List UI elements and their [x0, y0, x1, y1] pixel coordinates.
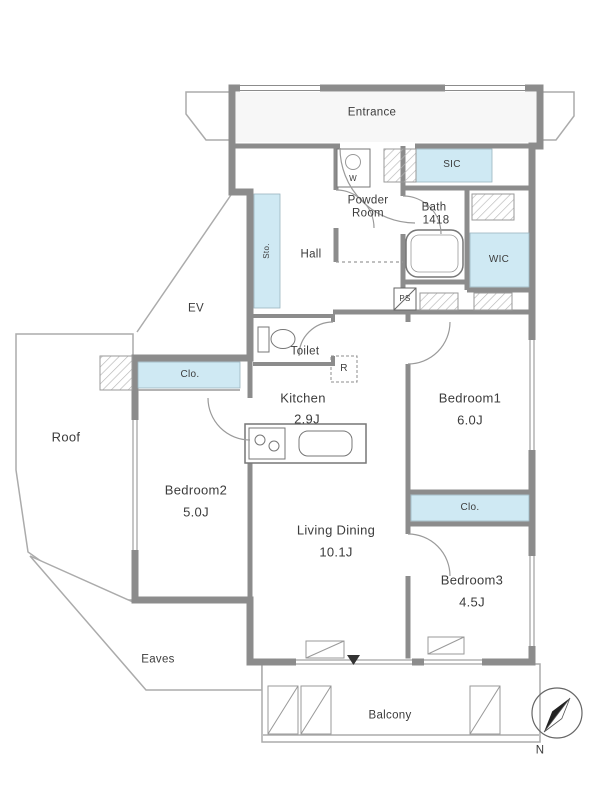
label-roof: Roof: [51, 429, 81, 445]
label-bedroom2: Bedroom2: [164, 482, 228, 498]
label-compass-north: N: [535, 744, 545, 757]
label-pipe-space: PS: [399, 294, 411, 303]
bedroom3-door-arc: [407, 533, 451, 577]
ps-box: [393, 287, 417, 311]
storage-fill: [253, 193, 281, 309]
shutter-box: [305, 640, 345, 659]
bedroom1-door-arc: [407, 321, 451, 365]
toilet-icon: [257, 326, 296, 353]
closet-fills: [137, 148, 530, 522]
refrigerator-box: [330, 355, 358, 383]
compass-icon: [531, 687, 583, 739]
label-bedroom1: Bedroom1: [438, 390, 502, 406]
label-kitchen: Kitchen: [280, 390, 326, 406]
sic-hatch-box: [383, 148, 417, 183]
label-powder-room-line2: Room: [352, 207, 384, 220]
shutter-box: [427, 636, 465, 655]
balcony-unit-box: [300, 685, 332, 735]
bedroom2-door-arc: [207, 397, 251, 441]
label-closet-bedroom1: Clo.: [460, 502, 480, 513]
label-hall: Hall: [300, 248, 322, 261]
label-washer: W: [349, 174, 357, 183]
label-balcony: Balcony: [368, 709, 412, 722]
label-closet-bedroom2: Clo.: [180, 369, 200, 380]
label-elevator: EV: [188, 302, 204, 315]
wic-hatch-box: [471, 193, 515, 221]
pillar-hatch-box: [99, 355, 133, 391]
entrance-left-wing: [185, 91, 233, 141]
label-powder-room-line1: Powder: [347, 194, 389, 207]
balcony-unit-box: [469, 685, 501, 735]
balcony-unit-box: [267, 685, 299, 735]
bathtub-icon: [405, 229, 464, 278]
label-refrigerator: R: [340, 363, 348, 374]
label-entrance: Entrance: [347, 106, 397, 119]
label-living-dining: Living Dining: [296, 522, 376, 538]
label-kitchen-size: 2.9J: [294, 411, 320, 427]
kitchen-counter-icon: [244, 423, 367, 464]
bath-door-arc: [402, 195, 442, 235]
label-bedroom2-size: 5.0J: [183, 504, 209, 520]
sink-icon: [298, 430, 353, 457]
label-living-dining-size: 10.1J: [319, 544, 353, 560]
label-storage: Sto.: [262, 243, 271, 259]
wic-fill: [469, 232, 530, 288]
stove-icon: [248, 427, 286, 460]
label-bedroom3: Bedroom3: [440, 572, 504, 588]
label-bath: Bath: [421, 201, 447, 214]
hatch-marks: [99, 148, 515, 735]
interior-walls: [232, 143, 540, 662]
powder-door-arc: [335, 189, 375, 229]
label-bath-size: 1418: [422, 214, 450, 227]
label-eaves: Eaves: [141, 653, 175, 666]
door-arcs: [207, 147, 451, 577]
label-wic: WIC: [488, 254, 510, 265]
label-bedroom3-size: 4.5J: [459, 594, 485, 610]
entrance-porch: [236, 92, 536, 142]
label-sic: SIC: [443, 159, 461, 170]
closet-bedroom2-fill: [137, 361, 241, 389]
closet-bedroom1-fill: [410, 494, 530, 522]
label-bedroom1-size: 6.0J: [457, 412, 483, 428]
toilet-room-wall: [253, 314, 335, 366]
ev-hall-line: [136, 191, 234, 333]
entrance-right-wing: [539, 91, 575, 141]
toilet-door-arc: [298, 321, 334, 357]
label-toilet: Toilet: [290, 345, 320, 358]
balcony-marker-triangle: [347, 655, 360, 665]
